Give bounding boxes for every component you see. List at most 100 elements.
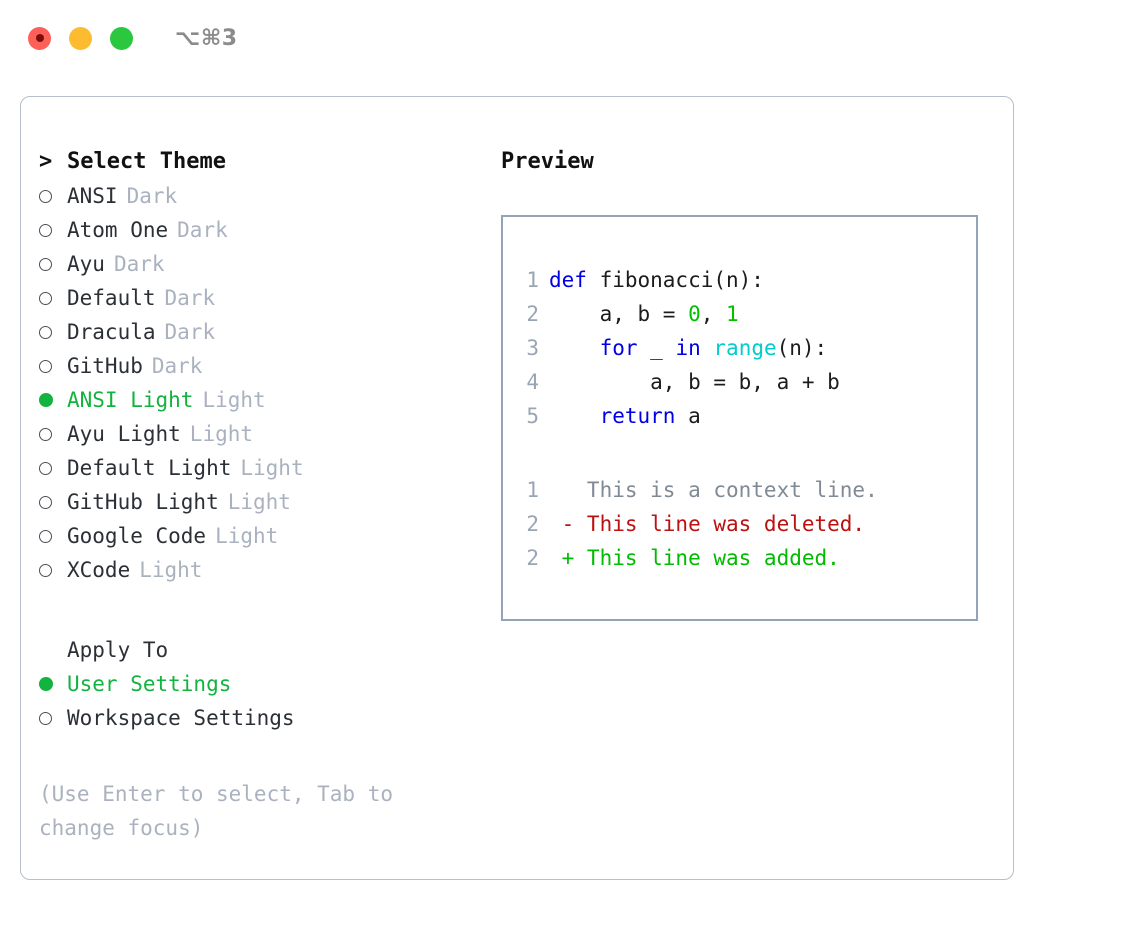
code-token-kw: in — [675, 336, 701, 360]
radio-dot — [39, 190, 52, 203]
theme-name: Atom One — [67, 218, 169, 242]
radio-dot — [39, 496, 52, 509]
radio-dot — [39, 224, 52, 237]
code-token-txt: _ — [637, 336, 676, 360]
theme-variant-badge: Light — [202, 388, 266, 412]
theme-name: Google Code — [67, 524, 207, 548]
minimize-button[interactable] — [69, 26, 92, 50]
code-token-fn: range — [713, 336, 777, 360]
radio-dot — [39, 393, 53, 407]
diff-line-del: 2 - This line was deleted. — [503, 507, 976, 541]
diff-line-ctx: 1 This is a context line. — [503, 473, 976, 507]
code-text: a, b = b, a + b — [549, 365, 840, 399]
theme-name: Dracula — [67, 320, 156, 344]
line-number: 2 — [526, 546, 539, 570]
apply-option-workspace-settings[interactable]: Workspace Settings — [39, 701, 479, 735]
radio-unselected-icon[interactable] — [39, 564, 67, 577]
radio-unselected-icon[interactable] — [39, 292, 67, 305]
radio-unselected-icon[interactable] — [39, 428, 67, 441]
radio-unselected-icon[interactable] — [39, 224, 67, 237]
line-number: 1 — [526, 268, 539, 292]
code-line: 4 a, b = b, a + b — [503, 365, 976, 399]
radio-unselected-icon[interactable] — [39, 190, 67, 203]
theme-variant-badge: Light — [215, 524, 279, 548]
theme-variant-badge: Light — [227, 490, 291, 514]
code-line: 3 for _ in range(n): — [503, 331, 976, 365]
radio-unselected-icon[interactable] — [39, 530, 67, 543]
theme-name: ANSI Light — [67, 388, 194, 412]
close-button[interactable] — [28, 26, 51, 50]
theme-option-default[interactable]: Default Dark — [39, 281, 479, 315]
theme-option-ansi[interactable]: ANSI Dark — [39, 179, 479, 213]
code-text: return a — [549, 399, 701, 433]
code-token-txt — [549, 404, 600, 428]
code-token-txt: a, b = b, a + b — [549, 370, 840, 394]
caret-icon: > — [39, 149, 53, 174]
apply-option-user-settings[interactable]: User Settings — [39, 667, 479, 701]
diff-text: - This line was deleted. — [549, 512, 866, 536]
diff-line-add: 2 + This line was added. — [503, 541, 976, 575]
radio-selected-icon[interactable] — [39, 393, 67, 407]
theme-option-ansi-light[interactable]: ANSI Light Light — [39, 383, 479, 417]
radio-selected-icon[interactable] — [39, 677, 67, 691]
line-number: 3 — [526, 336, 539, 360]
code-token-num: 0 — [688, 302, 701, 326]
theme-option-github-light[interactable]: GitHub Light Light — [39, 485, 479, 519]
code-token-kw: def — [549, 268, 600, 292]
theme-name: Default — [67, 286, 156, 310]
theme-option-google-code[interactable]: Google Code Light — [39, 519, 479, 553]
title-bar: ⌥⌘3 — [0, 0, 1140, 76]
code-text: for _ in range(n): — [549, 331, 828, 365]
apply-option-label: User Settings — [67, 672, 232, 696]
select-theme-header: > Select Theme — [39, 145, 479, 179]
line-number: 5 — [526, 404, 539, 428]
theme-name: GitHub Light — [67, 490, 219, 514]
maximize-button[interactable] — [110, 26, 133, 50]
code-text: def fibonacci(n): — [549, 263, 764, 297]
radio-unselected-icon[interactable] — [39, 712, 67, 725]
radio-dot — [39, 428, 52, 441]
line-number: 1 — [526, 478, 539, 502]
theme-variant-badge: Dark — [164, 286, 216, 310]
code-line: 5 return a — [503, 399, 976, 433]
code-token-txt — [701, 336, 714, 360]
code-token-txt: fibonacci(n): — [599, 268, 764, 292]
code-token-txt: a — [675, 404, 701, 428]
code-token-txt: a, b = — [549, 302, 689, 326]
radio-dot — [39, 677, 53, 691]
radio-unselected-icon[interactable] — [39, 360, 67, 373]
line-number: 2 — [526, 302, 539, 326]
theme-name: XCode — [67, 558, 131, 582]
radio-unselected-icon[interactable] — [39, 462, 67, 475]
theme-name: ANSI — [67, 184, 118, 208]
radio-unselected-icon[interactable] — [39, 258, 67, 271]
line-number: 2 — [526, 512, 539, 536]
diff-text: This is a context line. — [549, 478, 878, 502]
window-title-shortcut: ⌥⌘3 — [175, 25, 238, 51]
apply-option-label: Workspace Settings — [67, 706, 295, 730]
radio-dot — [39, 326, 52, 339]
code-token-txt: (n): — [776, 336, 828, 360]
theme-variant-badge: Dark — [126, 184, 178, 208]
radio-unselected-icon[interactable] — [39, 496, 67, 509]
radio-unselected-icon[interactable] — [39, 326, 67, 339]
code-token-txt — [549, 336, 600, 360]
radio-dot — [39, 258, 52, 271]
spacer — [39, 587, 479, 633]
radio-dot — [39, 360, 52, 373]
